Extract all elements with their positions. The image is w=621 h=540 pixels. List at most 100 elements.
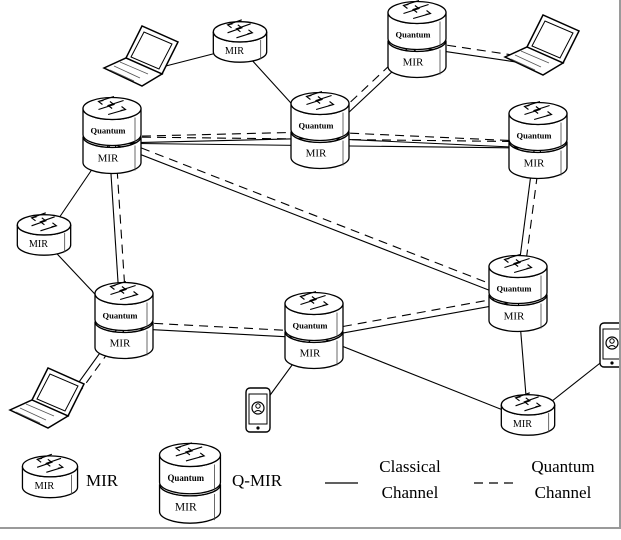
router-arrow-icon	[513, 264, 533, 274]
quantum-node-label: Quantum	[517, 131, 552, 141]
router-arrow-icon	[524, 402, 542, 412]
router-arrow-icon	[45, 457, 62, 467]
user-avatar-icon	[605, 336, 619, 350]
router-cylinder-rim	[82, 136, 142, 149]
router-arrow-icon	[118, 284, 136, 294]
router-top-ellipse	[158, 442, 222, 468]
classical-channel-line	[110, 142, 518, 302]
frame-bottom-border	[0, 527, 621, 529]
laptop-keyboard-icon	[102, 57, 164, 87]
mir-node-label: MIR	[98, 153, 119, 165]
mir-node-label: MIR	[524, 158, 545, 170]
router-arrow-icon	[30, 212, 46, 222]
router-arrow-icon	[107, 106, 127, 116]
router-arrow-icon	[523, 100, 541, 110]
mir-top-router: MIR	[212, 19, 268, 63]
router-arrow-icon	[97, 95, 115, 105]
router-arrow-icon	[402, 0, 420, 9]
laptop-bottom-left-laptop-icon	[8, 367, 86, 429]
user-shoulders-icon	[608, 345, 616, 348]
quantum-channel-line	[320, 131, 539, 143]
router-arrow-icon	[226, 19, 242, 29]
user-avatar-icon	[251, 401, 265, 415]
router-arrow-icon	[39, 216, 55, 226]
router-arrow-icon	[308, 294, 326, 304]
mir-node-label: MIR	[29, 239, 48, 250]
router-arrow-icon	[40, 222, 58, 232]
laptop-keys-icon	[109, 61, 149, 82]
router-arrow-icon	[119, 291, 139, 301]
phone-right-edge-phone-icon	[599, 322, 621, 368]
quantum-node-label: Quantum	[299, 121, 334, 131]
user-head-icon	[609, 338, 615, 344]
legend-classical-line2: Channel	[381, 483, 439, 502]
router-arrow-icon	[512, 257, 530, 267]
router-cylinder-rim	[159, 484, 221, 497]
router-arrow-icon	[299, 290, 317, 300]
laptop-display-icon	[130, 31, 173, 70]
router-arrow-icon	[109, 280, 127, 290]
router-arrow-icon	[106, 99, 124, 109]
router-arrow-icon	[235, 23, 251, 33]
legend-qmir-label: Q-MIR	[232, 471, 283, 490]
router-arrow-icon	[236, 29, 254, 39]
legend-mir-symbol: MIR	[21, 453, 79, 499]
quantum-channel-line	[112, 136, 520, 296]
nodes-layer: MIRQuantumMIRQuantumMIRQuantumMIRQuantum…	[16, 0, 568, 436]
router-arrow-icon	[309, 301, 329, 311]
mir-node-label: MIR	[175, 502, 197, 514]
link-both-qmir-left-lower-qmir-center-lower	[123, 321, 315, 339]
mir-node-label: MIR	[34, 481, 54, 492]
devices-layer	[8, 14, 621, 433]
router-arrow-icon	[185, 452, 206, 462]
classical-channel-line	[123, 327, 314, 339]
mir-node-label: MIR	[306, 148, 327, 160]
router-arrow-icon	[514, 392, 530, 402]
router-arrow-icon	[503, 253, 521, 263]
classical-channel-line	[314, 300, 519, 339]
laptop-top-left-laptop-icon	[102, 25, 180, 87]
classical-channel-line	[313, 334, 529, 421]
quantum-channel-line	[313, 294, 518, 333]
router-arrow-icon	[314, 94, 332, 104]
laptop-keys-icon	[510, 50, 550, 71]
phone-screen-icon	[602, 328, 621, 360]
quantum-node-label: Quantum	[497, 284, 532, 294]
router-cylinder-rim	[387, 40, 447, 53]
router-cylinder-rim	[488, 294, 548, 307]
mir-node-label: MIR	[504, 311, 525, 323]
laptop-keyboard-icon	[503, 46, 565, 76]
router-arrow-icon	[532, 104, 550, 114]
router-arrow-icon	[411, 3, 429, 13]
router-arrow-icon	[174, 442, 193, 452]
mir-node-label: MIR	[403, 57, 424, 69]
laptop-display-icon	[36, 373, 79, 412]
quantum-node-label: Quantum	[293, 321, 328, 331]
phone-screen-icon	[248, 393, 268, 425]
router-arrow-icon	[35, 453, 53, 463]
router-arrow-icon	[305, 90, 323, 100]
router-arrow-icon	[46, 463, 65, 473]
quantum-node-label: Quantum	[396, 30, 431, 40]
quantum-node-label: Quantum	[91, 126, 126, 136]
legend-quantum-line2: Channel	[534, 483, 592, 502]
mir-node-label: MIR	[513, 419, 532, 430]
router-cylinder-rim	[284, 331, 344, 344]
quantum-node-label: Quantum	[167, 473, 204, 483]
phone-home-button-icon	[256, 426, 260, 430]
classical-channel-line	[112, 137, 321, 144]
router-arrow-icon	[412, 10, 432, 20]
legend-quantum-line1: Quantum	[531, 457, 595, 476]
laptop-keys-icon	[15, 403, 55, 424]
quantum-node-label: Quantum	[103, 311, 138, 321]
user-shoulders-icon	[254, 410, 262, 413]
router-arrow-icon	[315, 101, 335, 111]
legend-classical-line1: Classical	[379, 457, 441, 476]
